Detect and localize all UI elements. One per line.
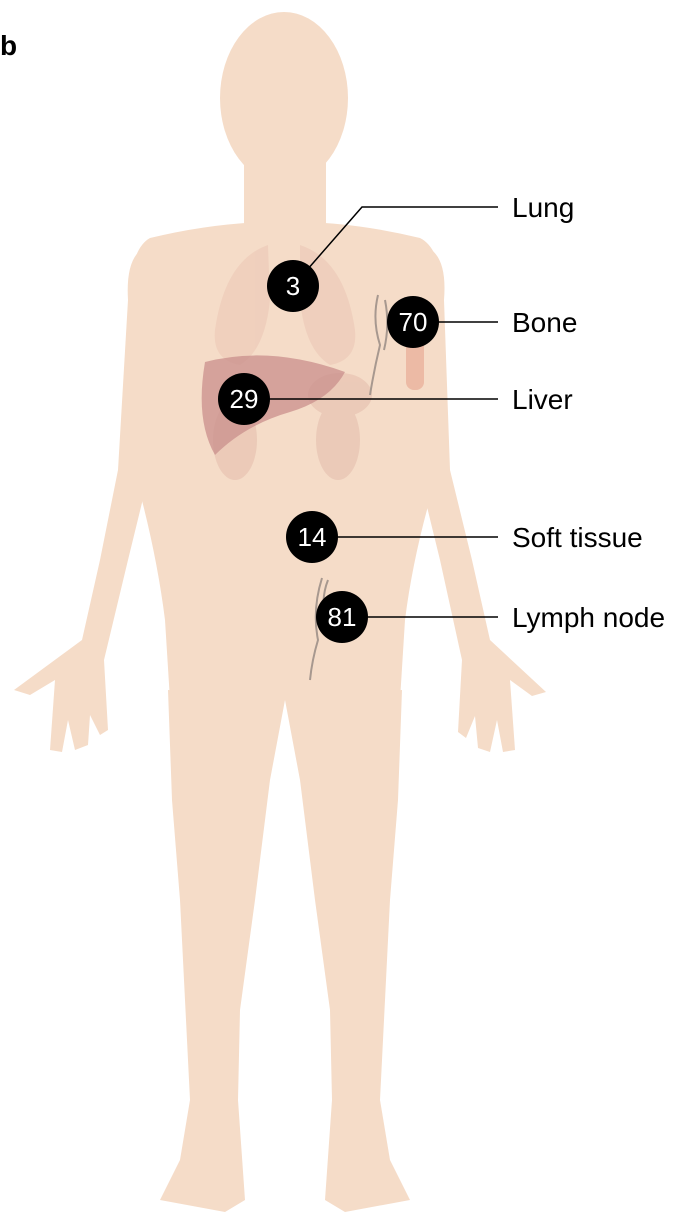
body-silhouette bbox=[14, 12, 546, 1212]
label-bone: Bone bbox=[512, 307, 577, 338]
count-bone: 70 bbox=[399, 307, 428, 337]
badge-bone: 70 bbox=[387, 296, 439, 348]
count-liver: 29 bbox=[230, 384, 259, 414]
count-lymph-node: 81 bbox=[328, 602, 357, 632]
badge-lymph-node: 81 bbox=[316, 591, 368, 643]
badge-liver: 29 bbox=[218, 373, 270, 425]
count-soft-tissue: 14 bbox=[298, 522, 327, 552]
label-lung: Lung bbox=[512, 192, 574, 223]
label-lymph-node: Lymph node bbox=[512, 602, 665, 633]
badge-lung: 3 bbox=[267, 260, 319, 312]
label-soft-tissue: Soft tissue bbox=[512, 522, 643, 553]
badge-soft-tissue: 14 bbox=[286, 511, 338, 563]
label-liver: Liver bbox=[512, 384, 573, 415]
count-lung: 3 bbox=[286, 271, 300, 301]
